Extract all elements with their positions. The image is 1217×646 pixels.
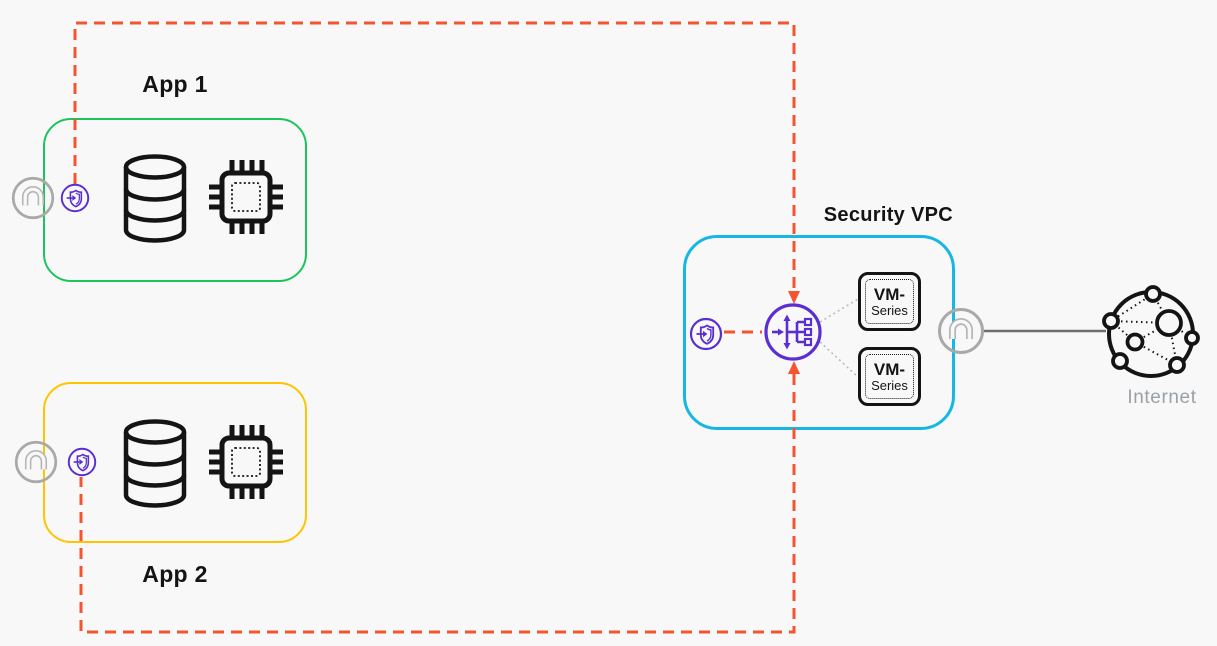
app1-gateway-icon: [11, 176, 55, 220]
vm-series-2-inner: VM- Series: [865, 354, 914, 399]
vm-series-1-inner: VM- Series: [865, 279, 914, 324]
vm-series-1: VM- Series: [858, 272, 921, 331]
arrowhead-up-icon: [788, 361, 800, 374]
app2-compute-chip-icon: [209, 425, 283, 499]
internet-label: Internet: [1127, 387, 1197, 408]
app2-label: App 2: [142, 561, 208, 587]
app2-gateway-icon: [14, 440, 58, 484]
vm-series-2-sublabel: Series: [871, 378, 908, 393]
internet-icon: [1102, 285, 1200, 378]
vm-series-1-label: VM-: [873, 285, 906, 304]
app1-gwlb-endpoint-icon: [60, 183, 90, 213]
gwlb-vm1-link: [819, 298, 859, 323]
internet-gateway-icon: [938, 308, 984, 354]
security-vpc-label: Security VPC: [823, 204, 953, 226]
vm-series-2-label: VM-: [873, 360, 906, 379]
gwlb-vm2-link: [819, 341, 859, 378]
app2-database-icon: [123, 419, 187, 508]
gateway-load-balancer-icon: [764, 303, 822, 361]
arrowhead-down-icon: [788, 291, 800, 304]
app1-compute-chip-icon: [209, 160, 283, 234]
vm-series-2: VM- Series: [858, 347, 921, 406]
dashed-path-top: [73, 21, 796, 291]
vm-series-1-sublabel: Series: [871, 303, 908, 318]
app2-gwlb-endpoint-icon: [67, 447, 97, 477]
app1-label: App 1: [142, 71, 208, 97]
dashed-path-bottom: [79, 374, 796, 634]
app1-database-icon: [123, 154, 187, 243]
svpc-gwlb-endpoint-icon: [689, 317, 723, 351]
